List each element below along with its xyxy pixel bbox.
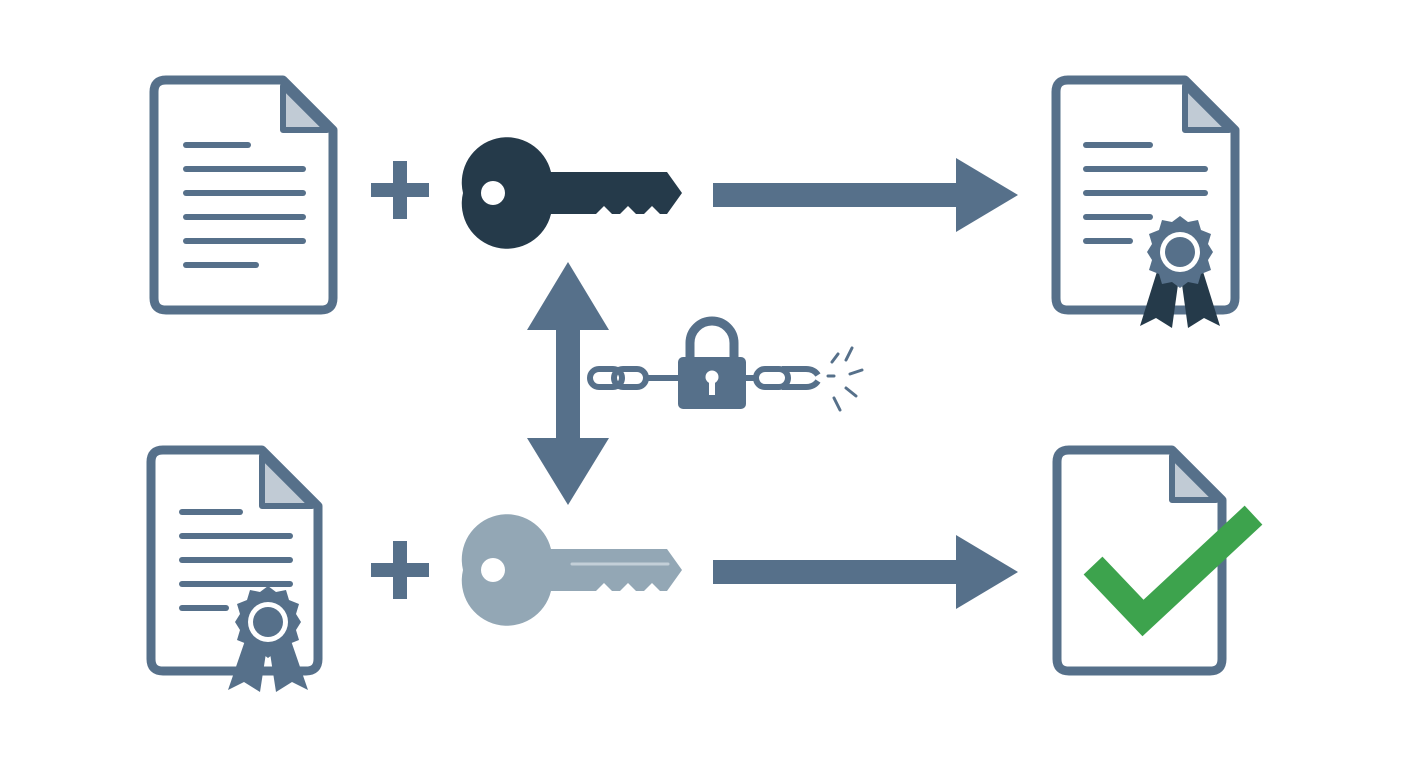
broken-chain-icon (746, 346, 864, 412)
right-arrow-icon (713, 158, 1018, 232)
padlock-icon (678, 316, 746, 409)
document-icon (149, 75, 338, 315)
certificate-seal-icon (1140, 216, 1220, 328)
signed-document-icon (146, 445, 323, 692)
verified-document-icon (1052, 445, 1263, 676)
double-headed-arrow-icon (527, 262, 609, 505)
folded-corner (1182, 83, 1232, 133)
certificate-seal-icon (228, 586, 308, 692)
signed-document-icon (1051, 75, 1240, 328)
plus-icon (371, 541, 429, 599)
text-lines (1083, 142, 1208, 244)
right-arrow-icon (713, 535, 1018, 609)
text-lines (183, 142, 306, 268)
keyhole-icon (705, 370, 719, 384)
folded-corner (280, 83, 330, 133)
plus-icon (371, 161, 429, 219)
text-lines (179, 509, 293, 611)
checkmark-icon (1083, 505, 1263, 637)
private-key-icon (461, 137, 682, 249)
public-key-icon (461, 514, 682, 626)
chain-link-icon (587, 366, 682, 390)
folded-corner (259, 453, 315, 509)
folded-corner (1169, 453, 1219, 503)
